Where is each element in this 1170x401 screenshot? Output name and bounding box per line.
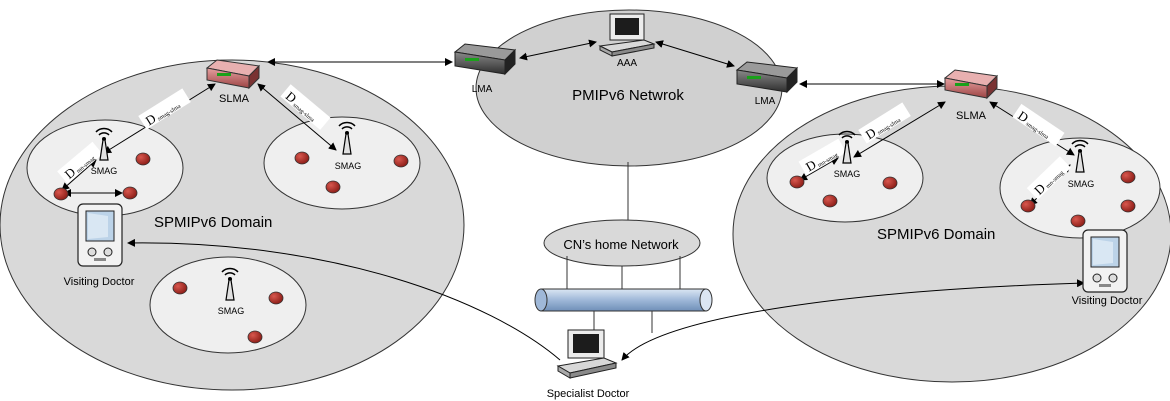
mn-node: [268, 291, 284, 305]
cn-home-network-label: CN’s home Network: [563, 237, 679, 252]
backbone-pipe: [534, 288, 713, 312]
spmipv6-domain-left-label: SPMIPv6 Domain: [154, 214, 272, 231]
slma-router-right-icon: [943, 69, 999, 100]
mn-node: [822, 194, 838, 208]
smag-cell-left-3: [149, 256, 307, 354]
mn-node: [1020, 199, 1036, 213]
mn-node: [53, 187, 69, 201]
pmipv6-network-label: PMIPv6 Netwrok: [572, 87, 684, 104]
mn-node: [1120, 170, 1136, 184]
link-mn-smag-right-1: [799, 157, 839, 181]
smag-antenna-right-1-icon: [838, 130, 856, 164]
mn-node: [325, 180, 341, 194]
link-slma-smag-left-2: [257, 83, 337, 151]
pda-right-icon: [1082, 229, 1128, 293]
mn-node: [172, 281, 188, 295]
curve-visiting-left-specialist: [127, 238, 561, 361]
link-slma-smag-right-1: [853, 101, 946, 158]
mn-node: [294, 151, 310, 165]
smag-cell-right-2: [999, 137, 1161, 239]
visiting-doctor-right-label: Visiting Doctor: [1072, 295, 1143, 307]
link-lma-left-aaa: [519, 39, 597, 61]
link-mn-smag-left: [61, 159, 97, 191]
lma-router-right-icon: [735, 61, 799, 94]
mn-node: [1070, 214, 1086, 228]
mn-node: [247, 330, 263, 344]
specialist-doctor-computer-icon: [556, 329, 618, 379]
label-d-mn-smag-right-2: D mn-smag: [1026, 156, 1071, 200]
mn-node: [122, 186, 138, 200]
smag-label-1: SMAG: [91, 166, 118, 176]
mobile-nodes: [53, 151, 1136, 344]
mn-node: [135, 152, 151, 166]
mn-node: [789, 175, 805, 189]
mn-node: [393, 154, 409, 168]
mn-node: [882, 176, 898, 190]
smag-label-5: SMAG: [1068, 179, 1095, 189]
slma-right-label: SLMA: [956, 110, 987, 122]
lma-router-left-icon: [453, 43, 517, 76]
mn-node: [1120, 199, 1136, 213]
smag-antenna-right-2-icon: [1071, 139, 1089, 173]
aaa-label: AAA: [617, 58, 637, 69]
smag-label-4: SMAG: [834, 169, 861, 179]
slma-router-left-icon: [205, 59, 261, 90]
curve-visiting-right-specialist: [621, 279, 1085, 361]
aaa-computer-icon: [598, 13, 656, 57]
visiting-doctor-left-label: Visiting Doctor: [64, 276, 135, 288]
lma-right-label: LMA: [755, 96, 776, 107]
smag-antenna-left-3-icon: [221, 267, 239, 301]
smag-antenna-left-1-icon: [95, 127, 113, 161]
lma-left-label: LMA: [472, 84, 493, 95]
pda-left-icon: [77, 203, 123, 267]
slma-left-label: SLMA: [219, 93, 250, 105]
link-aaa-lma-right: [655, 40, 735, 68]
specialist-doctor-label: Specialist Doctor: [547, 388, 630, 400]
spmipv6-domain-right-label: SPMIPv6 Domain: [877, 226, 995, 243]
smag-antenna-left-2-icon: [338, 121, 356, 155]
smag-label-3: SMAG: [218, 306, 245, 316]
smag-label-2: SMAG: [335, 161, 362, 171]
